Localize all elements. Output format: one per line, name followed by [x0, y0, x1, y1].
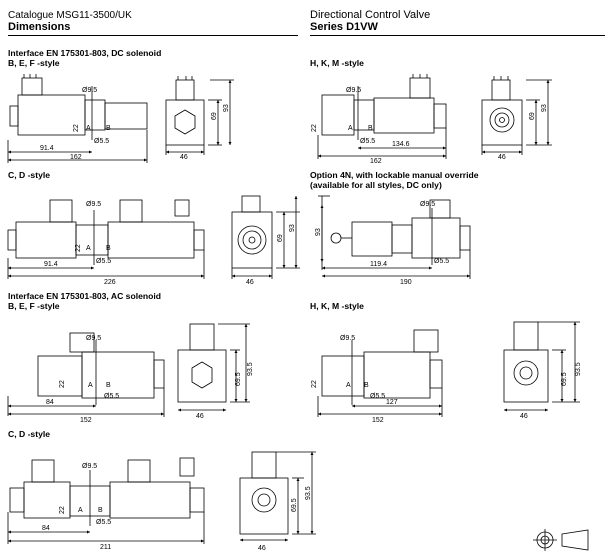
dc-hkm-style-heading: H, K, M -style — [310, 58, 364, 68]
dc-hkm-69: 69 — [529, 112, 536, 120]
dc-cd-len1: 91.4 — [44, 261, 58, 268]
dc-cd-port-b: B — [106, 245, 111, 252]
dc-hkm-46: 46 — [498, 154, 506, 161]
dc-cd-69: 69 — [277, 234, 284, 242]
ac-bef-d55: Ø5.5 — [104, 393, 119, 400]
ac-bef-port-a: A — [88, 382, 93, 389]
dc-hkm-side-view — [317, 74, 447, 159]
dc-interface-heading: Interface EN 175301-803, DC solenoid — [8, 48, 162, 58]
ac-hkm-d55: Ø5.5 — [370, 393, 385, 400]
dc-cd-len2: 226 — [104, 279, 116, 286]
ac-hkm-69-5: 69.5 — [561, 372, 568, 386]
ac-bef-len1: 84 — [46, 399, 54, 406]
ac-cd-port-b: B — [98, 507, 103, 514]
projection-method-symbol — [533, 529, 589, 551]
ac-cd-d95: Ø9.5 — [82, 463, 97, 470]
header-rule-left — [8, 35, 298, 36]
ac-cd-d55: Ø5.5 — [96, 519, 111, 526]
ac-bef-side-view — [7, 332, 165, 417]
dc-hkm-port-b: B — [368, 125, 373, 132]
ac-bef-style-heading: B, E, F -style — [8, 301, 60, 311]
ac-hkm-port-b: B — [364, 382, 369, 389]
ac-hkm-port-a: A — [346, 382, 351, 389]
opt-len2: 190 — [400, 279, 412, 286]
dc-hkm-port-a: A — [348, 125, 353, 132]
ac-bef-port-b: B — [106, 382, 111, 389]
dc-bef-port-b: B — [106, 125, 111, 132]
series-name: Series D1VW — [310, 21, 378, 33]
catalogue-number: Catalogue MSG11-3500/UK — [8, 10, 132, 21]
ac-hkm-end-view — [503, 321, 580, 412]
ac-cd-side-view — [7, 457, 205, 544]
dc-hkm-len2: 162 — [370, 158, 382, 165]
ac-bef-end-view — [177, 323, 250, 412]
dc-cd-46: 46 — [246, 279, 254, 286]
dc-cd-side-view — [7, 199, 205, 279]
ac-cd-len1: 84 — [42, 525, 50, 532]
ac-cd-22: 22 — [59, 506, 66, 514]
ac-hkm-d95: Ø9.5 — [340, 335, 355, 342]
ac-cd-end-view — [239, 451, 316, 542]
dc-bef-93: 93 — [223, 104, 230, 112]
ac-interface-heading: Interface EN 175301-803, AC solenoid — [8, 291, 162, 301]
dc-bef-len2: 162 — [70, 154, 82, 161]
ac-hkm-len2: 152 — [372, 417, 384, 424]
ac-cd-46: 46 — [258, 545, 266, 552]
ac-hkm-22: 22 — [311, 380, 318, 388]
option-4n-side-view — [318, 195, 471, 279]
ac-hkm-side-view — [317, 329, 443, 417]
dc-bef-len1: 91.4 — [40, 145, 54, 152]
dc-cd-port-a: A — [86, 245, 91, 252]
dimension-labels: Ø9.5 Ø5.5 A B 22 91.4 162 69 93 46 Ø9.5 … — [40, 87, 582, 552]
dc-cd-d55: Ø5.5 — [96, 258, 111, 265]
opt-d55: Ø5.5 — [434, 258, 449, 265]
dc-hkm-22: 22 — [311, 124, 318, 132]
ac-cd-69-5: 69.5 — [291, 498, 298, 512]
section-title: Dimensions — [8, 21, 71, 33]
ac-cd-93-5: 93.5 — [305, 486, 312, 500]
opt-93: 93 — [315, 228, 322, 236]
header-rule-right — [310, 35, 605, 36]
ac-bef-22: 22 — [59, 380, 66, 388]
ac-hkm-style-heading: H, K, M -style — [310, 301, 364, 311]
dc-cd-d95: Ø9.5 — [86, 201, 101, 208]
dc-cd-93: 93 — [289, 224, 296, 232]
ac-bef-69-5: 69.5 — [235, 372, 242, 386]
ac-hkm-46: 46 — [520, 413, 528, 420]
product-name: Directional Control Valve — [310, 9, 431, 21]
option-4n-note: (available for all styles, DC only) — [310, 180, 442, 190]
dc-bef-46: 46 — [180, 154, 188, 161]
dc-bef-69: 69 — [211, 112, 218, 120]
dc-cd-22: 22 — [75, 244, 82, 252]
dc-hkm-d95: Ø9.5 — [346, 87, 361, 94]
ac-cd-style-heading: C, D -style — [8, 429, 51, 439]
ac-hkm-len1: 127 — [386, 399, 398, 406]
ac-cd-len2: 211 — [100, 544, 111, 551]
dc-bef-port-a: A — [86, 125, 91, 132]
dc-bef-d55: Ø5.5 — [94, 138, 109, 145]
ac-bef-len2: 152 — [80, 417, 92, 424]
opt-d95: Ø9.5 — [420, 201, 435, 208]
dc-bef-style-heading: B, E, F -style — [8, 58, 60, 68]
ac-bef-46: 46 — [196, 413, 204, 420]
dc-hkm-len1: 134.6 — [392, 141, 410, 148]
ac-hkm-93-5: 93.5 — [575, 362, 582, 376]
ac-bef-d95: Ø9.5 — [86, 335, 101, 342]
dc-hkm-93: 93 — [541, 104, 548, 112]
ac-bef-93-5: 93.5 — [247, 362, 254, 376]
dc-hkm-d55: Ø5.5 — [360, 138, 375, 145]
opt-len1: 119.4 — [370, 261, 387, 268]
dc-bef-end-view — [165, 76, 234, 155]
dc-cd-end-view — [231, 195, 300, 279]
option-4n-heading: Option 4N, with lockable manual override — [310, 170, 479, 180]
dc-bef-side-view — [7, 74, 148, 163]
dc-bef-d95: Ø9.5 — [82, 87, 97, 94]
dc-bef-22: 22 — [73, 124, 80, 132]
dc-cd-style-heading: C, D -style — [8, 170, 51, 180]
dc-hkm-end-view — [481, 76, 552, 155]
ac-cd-port-a: A — [78, 507, 83, 514]
